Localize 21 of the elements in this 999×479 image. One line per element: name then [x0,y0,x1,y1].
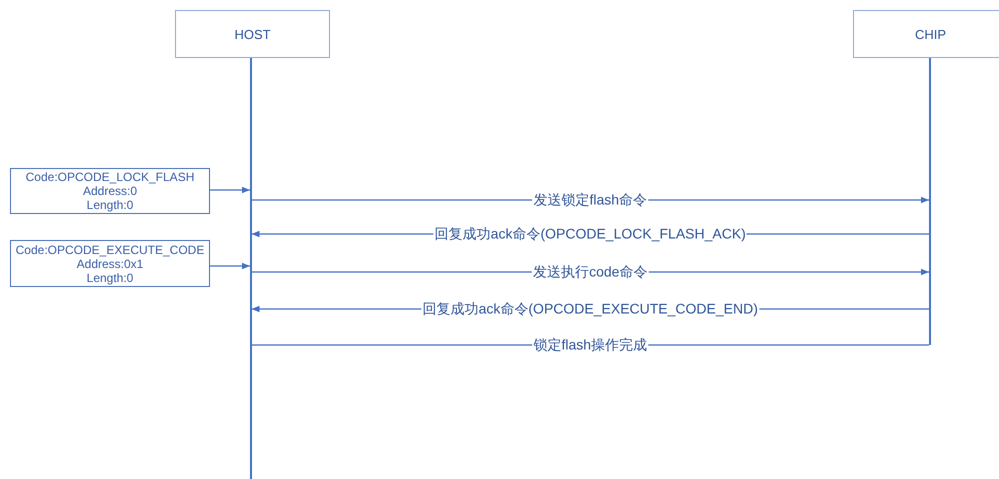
message-note-box [10,168,210,214]
note-text: Length:0 [86,198,134,212]
note-text: Address:0x1 [76,256,144,270]
note-text: Code:OPCODE_EXECUTE_CODE [16,242,204,256]
participant-name: HOST [234,26,271,42]
note-text: Length:0 [86,270,134,284]
edge-label: 发送执行code命令 [532,264,648,280]
message-note-box [10,240,210,287]
edge-label: 回复成功ack命令(OPCODE_LOCK_FLASH_ACK) [434,226,747,242]
edge-label: 发送锁定flash命令 [532,192,648,208]
participant-box [175,10,330,58]
edge-label: 锁定flash操作完成 [532,336,648,354]
message-arrow [210,186,250,194]
note-text: Code:OPCODE_LOCK_FLASH [26,170,194,184]
participant-name: CHIP [915,26,946,42]
note-text: Address:0 [82,184,138,198]
message-arrow [210,262,250,270]
lifeline [250,58,252,479]
participant-box [853,10,999,58]
edge-label: 回复成功ack命令(OPCODE_EXECUTE_CODE_END) [422,300,759,318]
lifeline [929,58,930,345]
